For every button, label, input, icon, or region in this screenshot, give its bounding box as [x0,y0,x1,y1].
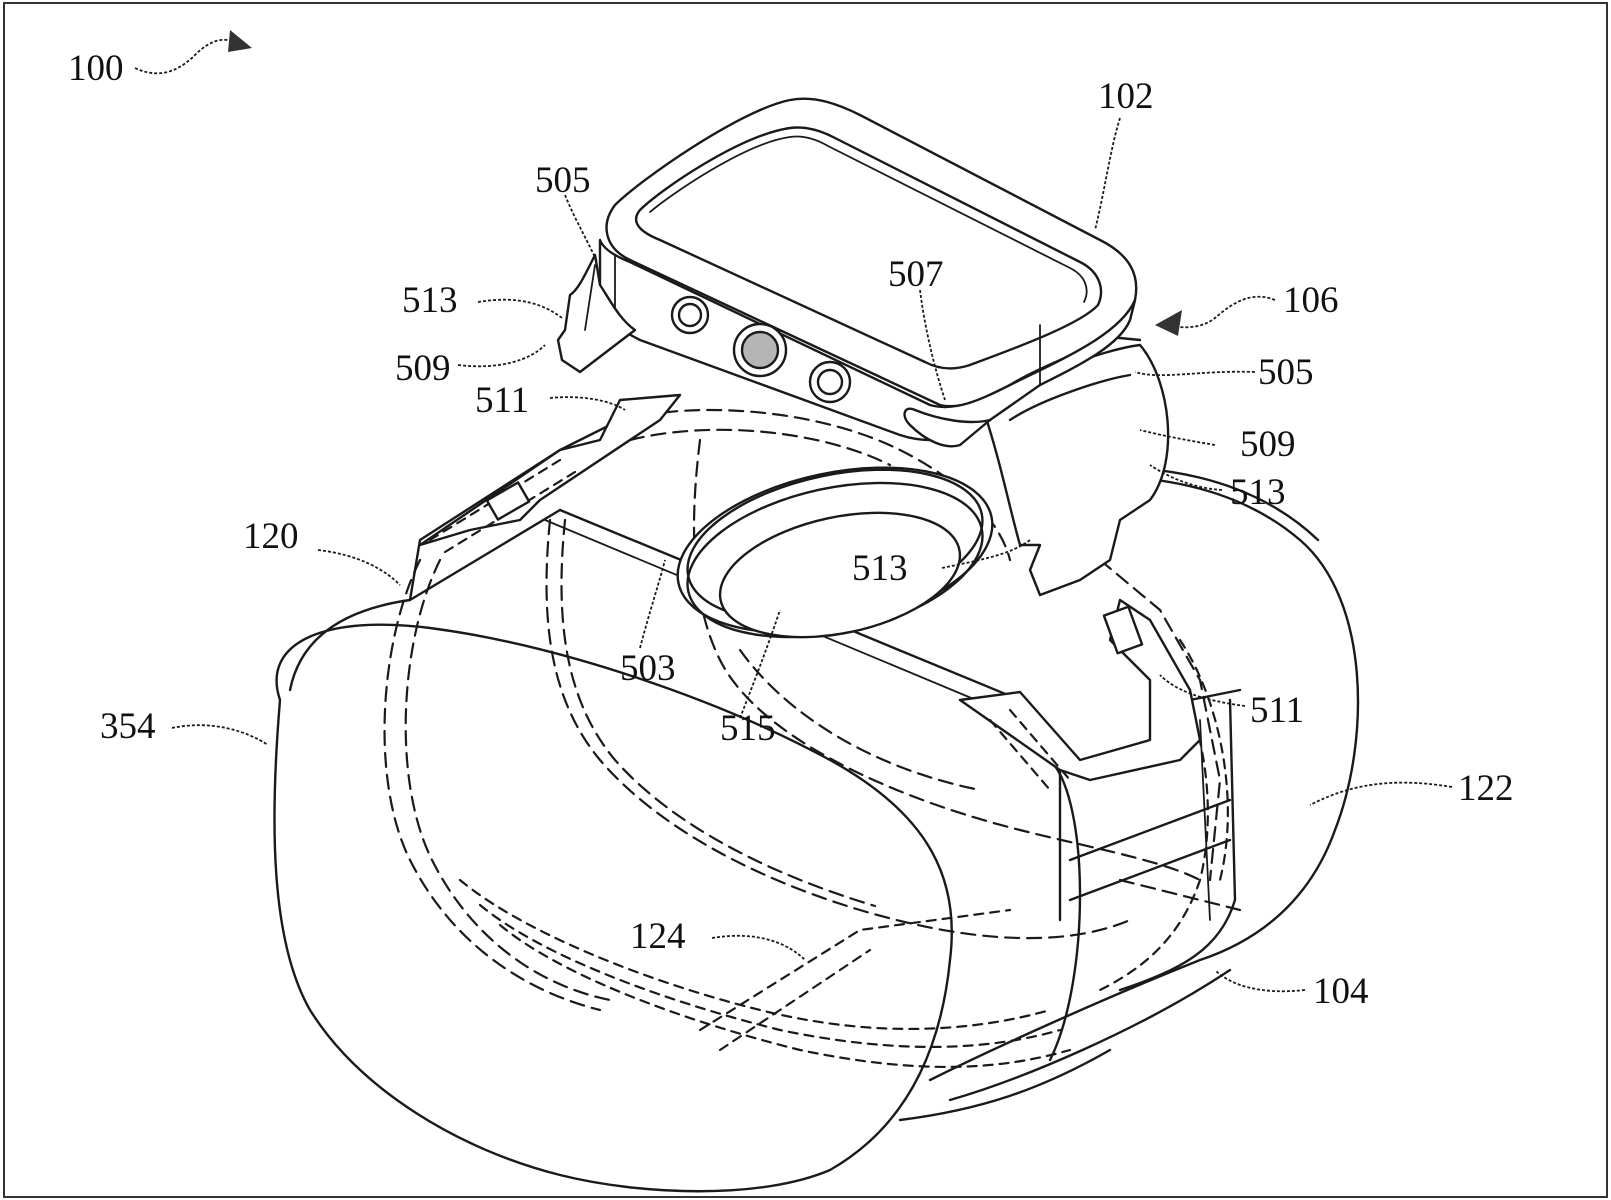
label-503: 503 [620,648,676,689]
label-509-right: 509 [1240,424,1296,465]
label-100: 100 [68,48,124,89]
label-104: 104 [1313,971,1369,1012]
label-509-left: 509 [395,348,451,389]
label-120: 120 [243,516,299,557]
label-122: 122 [1458,768,1514,809]
label-106: 106 [1283,280,1339,321]
label-513-left: 513 [402,280,458,321]
label-511-left: 511 [475,380,529,421]
label-513-ring: 513 [852,548,908,589]
label-511-right: 511 [1250,690,1304,731]
label-505-right: 505 [1258,352,1314,393]
label-507: 507 [888,254,944,295]
label-505-left: 505 [535,160,591,201]
label-515: 515 [720,708,776,749]
label-513-right: 513 [1230,472,1286,513]
label-354: 354 [100,706,156,747]
label-102: 102 [1098,76,1154,117]
label-124: 124 [630,916,686,957]
